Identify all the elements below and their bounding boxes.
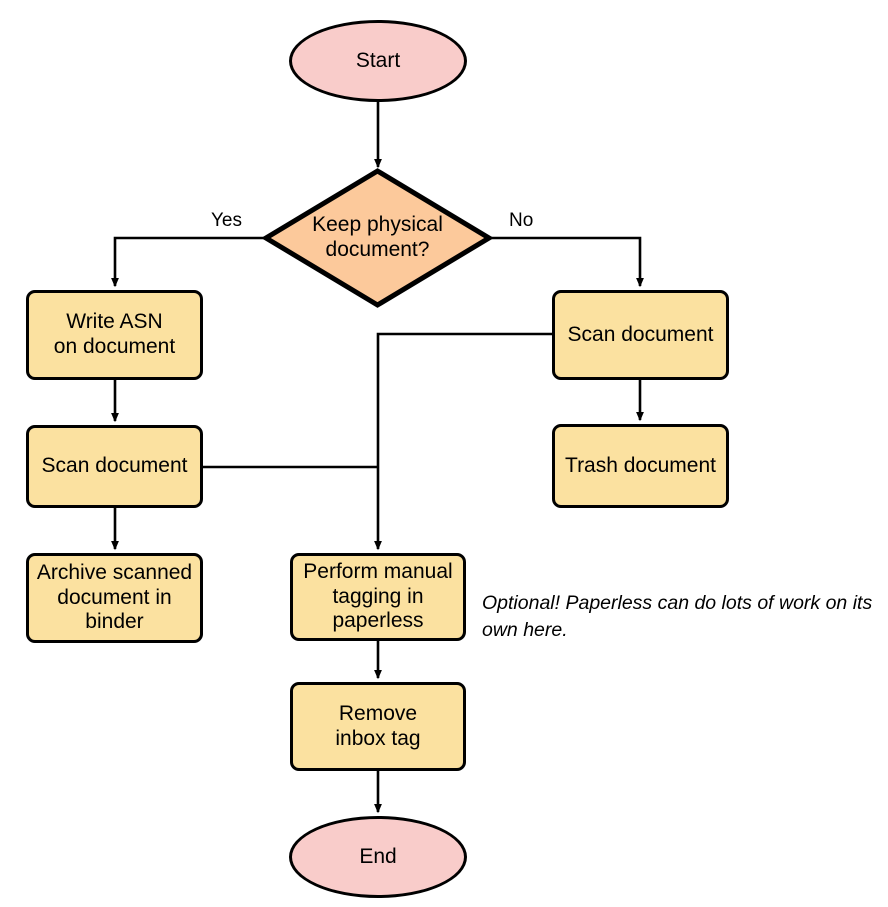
- node-scan-document-right[interactable]: Scan document: [552, 290, 729, 380]
- node-end-label: End: [359, 844, 397, 868]
- node-write-asn-on-document[interactable]: Write ASN on document: [26, 290, 203, 380]
- node-write-asn-on-document-label: Write ASN on document: [53, 310, 176, 358]
- node-perform-manual-tagging[interactable]: Perform manual tagging in paperless: [290, 553, 466, 641]
- node-trash-document-label: Trash document: [565, 453, 716, 477]
- edge-decision-no-to-scan-right: [490, 236, 644, 288]
- node-scan-document-left[interactable]: Scan document: [26, 425, 203, 508]
- edge-label-yes: Yes: [211, 210, 242, 231]
- edge-decision-yes-to-write-asn: [111, 236, 265, 288]
- annotation-optional-paperless: Optional! Paperless can do lots of work …: [482, 592, 873, 641]
- node-end[interactable]: End: [289, 816, 467, 898]
- edge-scan-right-to-tagging: [374, 332, 552, 551]
- node-keep-physical-document-label: Keep physical document?: [312, 213, 443, 261]
- node-keep-physical-document[interactable]: Keep physical document?: [263, 168, 492, 308]
- node-trash-document[interactable]: Trash document: [552, 424, 729, 508]
- node-scan-document-left-label: Scan document: [41, 454, 188, 478]
- decision-diamond-shape: [263, 168, 492, 308]
- node-perform-manual-tagging-label: Perform manual tagging in paperless: [303, 559, 453, 633]
- node-archive-scanned-document[interactable]: Archive scanned document in binder: [26, 553, 203, 643]
- node-scan-document-right-label: Scan document: [567, 322, 714, 346]
- node-start-label: Start: [355, 48, 401, 72]
- node-start[interactable]: Start: [289, 20, 467, 102]
- node-remove-inbox-tag[interactable]: Remove inbox tag: [290, 682, 466, 771]
- node-archive-scanned-document-label: Archive scanned document in binder: [36, 560, 193, 634]
- edge-label-no: No: [509, 210, 534, 231]
- node-remove-inbox-tag-label: Remove inbox tag: [335, 701, 421, 750]
